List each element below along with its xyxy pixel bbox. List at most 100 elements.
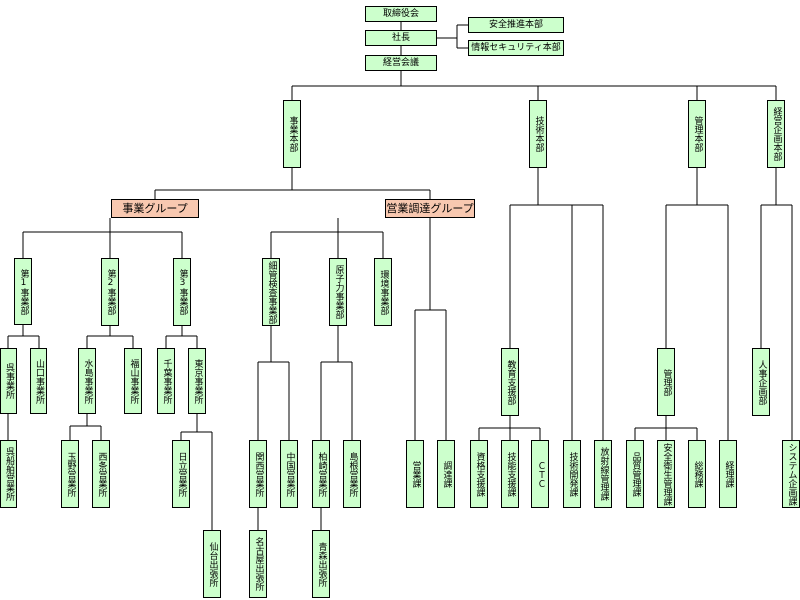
node-ctc-section: ＣＴＣ (531, 440, 549, 508)
node-kure-ship-sales: 呉船舶営業所 (0, 440, 17, 508)
node-label: 東京事業所 (192, 358, 203, 404)
node-label: 教育支援部 (505, 359, 516, 405)
node-system-planning-section: システム企画課 (782, 440, 800, 508)
node-aomori-branch: 青森出張所 (312, 530, 330, 598)
node-label: 人事企画部 (756, 359, 767, 405)
node-label: 事業本部 (287, 116, 298, 152)
node-label: 品質管理課 (630, 451, 641, 497)
node-label: 山口事業所 (34, 358, 44, 404)
node-mizushima-office: 水島事業所 (78, 348, 96, 414)
node-business-hq: 事業本部 (283, 100, 301, 168)
node-label: 日立営業所 (176, 451, 187, 497)
node-business-group: 事業グループ (111, 199, 199, 218)
node-quality-section: 品質管理課 (626, 440, 644, 508)
node-kashiwazaki-sales: 柏崎営業所 (312, 440, 330, 508)
node-label: 島根営業所 (347, 451, 358, 497)
node-label: 名古屋出張所 (253, 537, 264, 591)
node-label: 細管検査事業部 (266, 260, 277, 324)
node-label: システム企画課 (786, 442, 797, 506)
node-label: 経営会議 (382, 57, 419, 68)
node-sales-section: 営業課 (406, 440, 424, 508)
node-label: 情報セキュリティ本部 (471, 42, 561, 53)
node-procurement-section: 調達課 (437, 440, 455, 508)
node-tech-dev-section: 技術開発課 (563, 440, 581, 508)
node-radiation-section: 放射線管理課 (594, 440, 612, 508)
node-admin-dept: 管理部 (657, 348, 675, 416)
node-div3: 第3事業部 (173, 258, 191, 326)
node-label: 福山事業所 (128, 358, 139, 404)
node-label: 西条営業所 (96, 451, 107, 497)
node-mgmt-meeting: 経営会議 (365, 55, 437, 71)
node-label: 仙台出張所 (207, 541, 218, 587)
node-label: 呉事業所 (4, 363, 14, 399)
node-admin-hq: 管理本部 (688, 100, 706, 168)
node-label: 取締役会 (382, 8, 419, 19)
node-safety-hq: 安全推進本部 (468, 17, 564, 33)
node-tech-hq: 技術本部 (529, 100, 547, 168)
node-saijo-sales: 西条営業所 (92, 440, 110, 508)
node-label: 呉船舶営業所 (4, 447, 14, 501)
node-chugoku-sales: 中国営業所 (280, 440, 298, 508)
node-accounting-section: 経理課 (719, 440, 737, 508)
node-label: 営業課 (410, 460, 421, 488)
node-label: 第1事業部 (18, 268, 29, 315)
node-label: 第2事業部 (105, 269, 116, 315)
node-label: 資格支援課 (474, 451, 485, 497)
node-div1: 第1事業部 (14, 258, 32, 325)
node-label: 第3事業部 (177, 269, 188, 315)
node-nagoya-branch: 名古屋出張所 (249, 530, 267, 598)
node-label: 環境事業部 (378, 269, 389, 315)
node-label: 関西営業所 (253, 451, 264, 497)
node-fukuyama-office: 福山事業所 (124, 348, 142, 414)
node-safety-health-section: 安全衛生管理課 (657, 440, 675, 508)
node-label: 青森出張所 (316, 541, 327, 587)
node-hitachi-sales: 日立営業所 (172, 440, 190, 508)
node-sales-group: 営業調達グループ (385, 199, 475, 218)
node-education-dept: 教育支援部 (501, 348, 519, 416)
node-infosec-hq: 情報セキュリティ本部 (468, 40, 564, 56)
node-label: 安全推進本部 (488, 19, 543, 30)
node-label: 千葉事業所 (161, 358, 172, 404)
node-label: 管理本部 (692, 116, 703, 152)
node-general-affairs-section: 総務課 (688, 440, 706, 508)
node-tokyo-office: 東京事業所 (188, 348, 206, 414)
node-label: 事業グループ (122, 202, 188, 215)
node-label: 管理部 (661, 368, 672, 396)
node-label: 水島事業所 (82, 358, 93, 404)
node-hr-planning-dept: 人事企画部 (752, 348, 770, 416)
node-nuclear-div: 原子力事業部 (329, 258, 347, 326)
node-label: 技術本部 (533, 116, 544, 152)
node-label: 技術開発課 (567, 451, 578, 497)
node-president: 社長 (365, 30, 437, 46)
node-env-div: 環境事業部 (374, 258, 392, 326)
node-label: 放射線管理課 (598, 447, 609, 501)
node-tamano-sales: 玉野営業所 (61, 440, 79, 508)
node-label: 社長 (391, 32, 410, 43)
node-yamaguchi-office: 山口事業所 (30, 348, 47, 414)
node-chiba-office: 千葉事業所 (157, 348, 175, 414)
node-kansai-sales: 関西営業所 (249, 440, 267, 508)
node-label: 安全衛生管理課 (661, 442, 672, 506)
node-label: 総務課 (692, 460, 703, 488)
node-label: 柏崎営業所 (316, 451, 327, 497)
node-label: 玉野営業所 (65, 451, 76, 497)
node-kure-office: 呉事業所 (0, 348, 17, 414)
node-sendai-branch: 仙台出張所 (203, 530, 221, 598)
node-label: 経理課 (723, 460, 734, 488)
node-label: 中国営業所 (284, 451, 295, 497)
node-skills-section: 技能支援課 (501, 440, 519, 508)
node-div2: 第2事業部 (101, 258, 119, 326)
node-label: 技能支援課 (505, 451, 516, 497)
node-label: 営業調達グループ (386, 202, 474, 215)
node-planning-hq: 経営企画本部 (767, 100, 785, 168)
node-fine-tube-div: 細管検査事業部 (262, 258, 280, 326)
node-board: 取締役会 (365, 6, 437, 22)
node-label: 経営企画本部 (771, 107, 782, 161)
node-label: 原子力事業部 (333, 265, 344, 319)
node-qualification-section: 資格支援課 (470, 440, 488, 508)
node-label: 調達課 (441, 460, 452, 488)
node-shimane-sales: 島根営業所 (343, 440, 361, 508)
node-label: ＣＴＣ (535, 460, 546, 488)
